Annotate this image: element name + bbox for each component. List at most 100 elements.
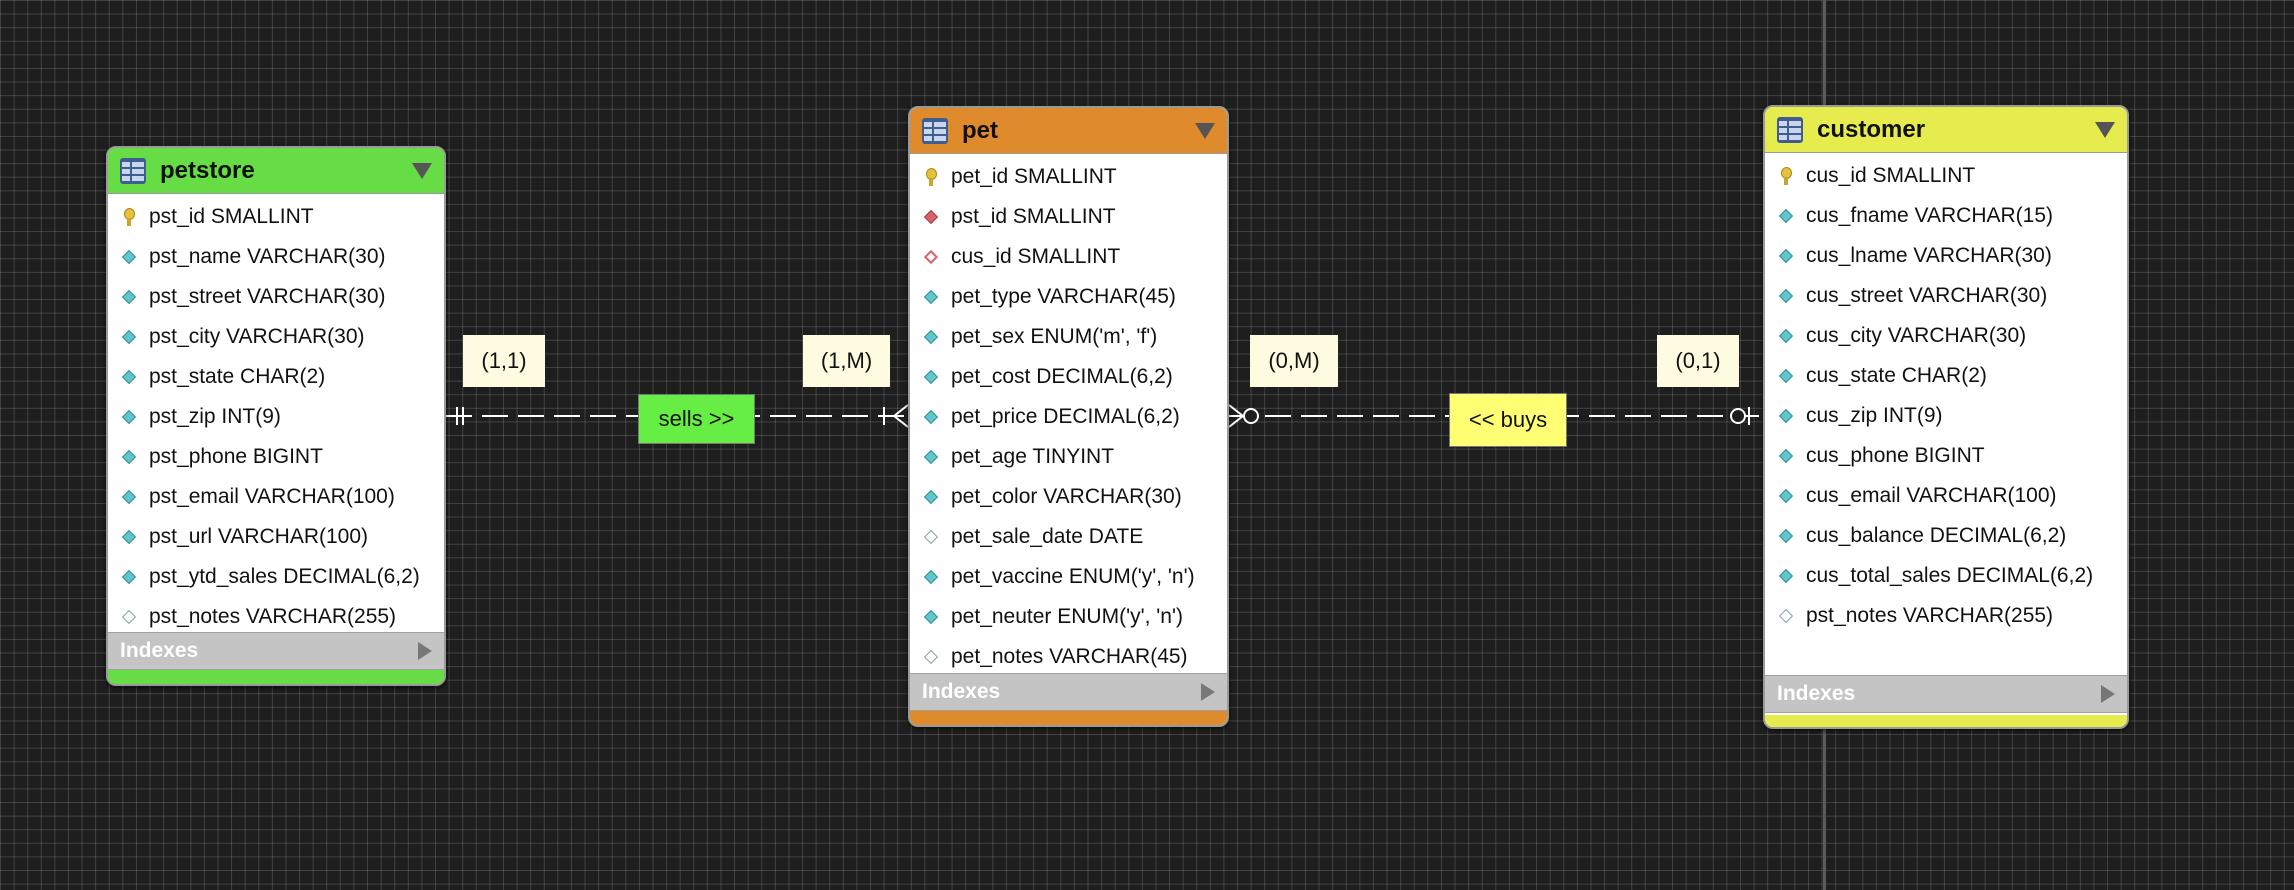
primary-key-icon [1777, 167, 1795, 185]
field-label: pet_notes VARCHAR(45) [951, 645, 1188, 668]
field-row[interactable]: pst_name VARCHAR(30) [108, 237, 444, 277]
field-row[interactable]: pet_id SMALLINT [910, 157, 1227, 197]
expand-arrow-icon[interactable] [1201, 683, 1215, 701]
field-label: cus_lname VARCHAR(30) [1806, 244, 2052, 267]
collapse-arrow-icon[interactable] [412, 162, 432, 179]
field-row[interactable]: pet_price DECIMAL(6,2) [910, 397, 1227, 437]
field-row[interactable]: pst_city VARCHAR(30) [108, 317, 444, 357]
field-row[interactable]: pet_color VARCHAR(30) [910, 477, 1227, 517]
customer-table-header[interactable]: customer [1765, 107, 2127, 153]
field-row[interactable]: pst_notes VARCHAR(255) [1765, 596, 2127, 636]
attribute-icon [922, 288, 940, 306]
indexes-section[interactable]: Indexes [910, 673, 1227, 711]
field-row[interactable]: cus_total_sales DECIMAL(6,2) [1765, 556, 2127, 596]
field-row[interactable]: cus_street VARCHAR(30) [1765, 276, 2127, 316]
field-label: cus_id SMALLINT [1806, 164, 1976, 187]
cardinality-label-petstore: (1,1) [463, 335, 545, 387]
field-row[interactable]: pet_age TINYINT [910, 437, 1227, 477]
field-row[interactable]: cus_state CHAR(2) [1765, 356, 2127, 396]
pet-table-header[interactable]: pet [910, 108, 1227, 154]
pet-table[interactable]: pet pet_id SMALLINT pst_id SMALLINT cus_… [908, 106, 1229, 727]
attribute-icon [922, 408, 940, 426]
field-row[interactable]: cus_id SMALLINT [1765, 156, 2127, 196]
attribute-icon [120, 288, 138, 306]
field-row[interactable]: pst_notes VARCHAR(255) [108, 597, 444, 637]
field-row[interactable]: cus_zip INT(9) [1765, 396, 2127, 436]
collapse-arrow-icon[interactable] [2095, 121, 2115, 138]
crowfoot-zero-many-lower [1228, 415, 1244, 428]
field-row[interactable]: pst_id SMALLINT [108, 197, 444, 237]
field-row[interactable]: pet_cost DECIMAL(6,2) [910, 357, 1227, 397]
optional-zero-circle [1243, 408, 1259, 424]
attribute-icon [1777, 567, 1795, 585]
field-label: pet_neuter ENUM('y', 'n') [951, 605, 1183, 628]
foreign-key-icon [922, 208, 940, 226]
field-label: pst_zip INT(9) [149, 405, 281, 428]
field-label: cus_email VARCHAR(100) [1806, 484, 2057, 507]
crowfoot-zero-many-upper [1228, 404, 1244, 417]
field-row[interactable]: pet_neuter ENUM('y', 'n') [910, 597, 1227, 637]
field-label: pet_price DECIMAL(6,2) [951, 405, 1180, 428]
customer-table[interactable]: customer cus_id SMALLINT cus_fname VARCH… [1763, 105, 2129, 729]
field-label: cus_state CHAR(2) [1806, 364, 1987, 387]
petstore-table-header[interactable]: petstore [108, 148, 444, 194]
field-label: pst_url VARCHAR(100) [149, 525, 369, 548]
field-label: pet_color VARCHAR(30) [951, 485, 1182, 508]
attribute-icon [922, 568, 940, 586]
field-row[interactable]: pst_url VARCHAR(100) [108, 517, 444, 557]
field-row[interactable]: cus_balance DECIMAL(6,2) [1765, 516, 2127, 556]
field-row[interactable]: pet_sex ENUM('m', 'f') [910, 317, 1227, 357]
nullable-attribute-icon [922, 528, 940, 546]
table-footer-bar [108, 670, 444, 684]
field-row[interactable]: cus_city VARCHAR(30) [1765, 316, 2127, 356]
field-label: pet_sex ENUM('m', 'f') [951, 325, 1158, 348]
field-row[interactable]: pst_ytd_sales DECIMAL(6,2) [108, 557, 444, 597]
cardinality-label-pet-sells: (1,M) [803, 335, 890, 387]
field-row[interactable]: pst_street VARCHAR(30) [108, 277, 444, 317]
field-row[interactable]: cus_email VARCHAR(100) [1765, 476, 2127, 516]
field-label: pet_age TINYINT [951, 445, 1115, 468]
attribute-icon [120, 408, 138, 426]
field-label: pst_phone BIGINT [149, 445, 323, 468]
buys-relationship[interactable]: << buys [1449, 393, 1567, 447]
field-row[interactable]: cus_lname VARCHAR(30) [1765, 236, 2127, 276]
field-row[interactable]: pst_id SMALLINT [910, 197, 1227, 237]
attribute-icon [1777, 247, 1795, 265]
field-row[interactable]: pet_notes VARCHAR(45) [910, 637, 1227, 677]
field-label: cus_total_sales DECIMAL(6,2) [1806, 564, 2094, 587]
field-row[interactable]: cus_id SMALLINT [910, 237, 1227, 277]
expand-arrow-icon[interactable] [418, 642, 432, 660]
field-label: cus_city VARCHAR(30) [1806, 324, 2027, 347]
attribute-icon [120, 568, 138, 586]
attribute-icon [922, 448, 940, 466]
field-label: pst_email VARCHAR(100) [149, 485, 395, 508]
field-label: pst_name VARCHAR(30) [149, 245, 386, 268]
attribute-icon [120, 528, 138, 546]
expand-arrow-icon[interactable] [2101, 685, 2115, 703]
field-row[interactable]: pst_state CHAR(2) [108, 357, 444, 397]
field-row[interactable]: pst_email VARCHAR(100) [108, 477, 444, 517]
field-row[interactable]: pet_type VARCHAR(45) [910, 277, 1227, 317]
primary-key-icon [120, 208, 138, 226]
field-row[interactable]: pet_vaccine ENUM('y', 'n') [910, 557, 1227, 597]
field-label: pet_vaccine ENUM('y', 'n') [951, 565, 1195, 588]
field-label: pet_type VARCHAR(45) [951, 285, 1176, 308]
indexes-label: Indexes [1777, 682, 1856, 705]
cardinality-label-customer: (0,1) [1657, 335, 1739, 387]
table-footer-bar [910, 711, 1227, 725]
attribute-icon [120, 368, 138, 386]
field-label: pst_city VARCHAR(30) [149, 325, 365, 348]
primary-key-icon [922, 168, 940, 186]
field-row[interactable]: pst_zip INT(9) [108, 397, 444, 437]
petstore-field-list: pst_id SMALLINT pst_name VARCHAR(30) pst… [108, 194, 444, 637]
sells-relationship[interactable]: sells >> [638, 394, 755, 444]
petstore-table[interactable]: petstore pst_id SMALLINT pst_name VARCHA… [106, 146, 446, 686]
collapse-arrow-icon[interactable] [1195, 122, 1215, 139]
field-row[interactable]: cus_phone BIGINT [1765, 436, 2127, 476]
field-label: cus_phone BIGINT [1806, 444, 1985, 467]
field-row[interactable]: pst_phone BIGINT [108, 437, 444, 477]
indexes-section[interactable]: Indexes [108, 632, 444, 670]
field-row[interactable]: pet_sale_date DATE [910, 517, 1227, 557]
indexes-section[interactable]: Indexes [1765, 675, 2127, 713]
field-row[interactable]: cus_fname VARCHAR(15) [1765, 196, 2127, 236]
